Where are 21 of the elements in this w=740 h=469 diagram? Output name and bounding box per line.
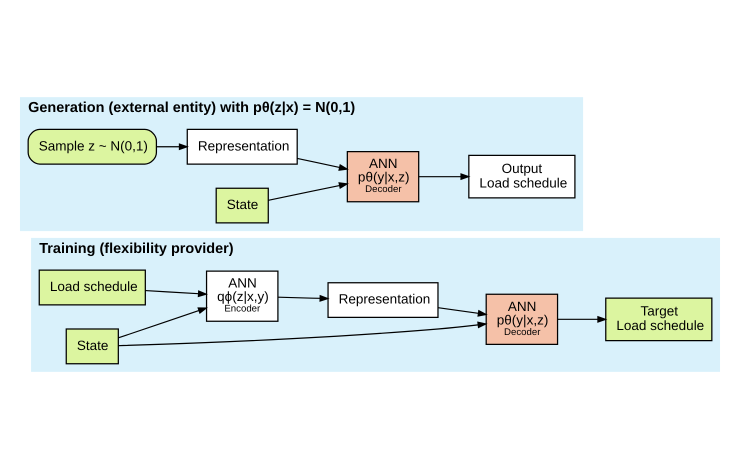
arrow [145,290,208,298]
node-box: Sample z ~ N(0,1) [28,128,158,165]
arrow [268,182,349,201]
node-box: ANN pθ(y|x,z) Decoder [486,294,558,346]
arrow [278,294,330,302]
node-box: State [66,328,119,364]
node-box: Representation [186,128,298,165]
node-box: Representation [327,282,439,318]
arrow [118,307,208,338]
node-box: ANN qϕ(z|x,y) Encoder [206,270,279,322]
node-box: State [216,188,269,224]
node-box: ANN pθ(y|x,z) Decoder [346,150,420,202]
node-box: Load schedule [38,270,146,306]
arrow [558,316,608,323]
arrow [438,307,488,317]
node-box: Output Load schedule [468,154,576,198]
arrow [156,143,189,150]
node-box: Target Load schedule [605,298,712,342]
arrow [418,173,470,180]
arrow [297,158,349,171]
arrow [118,321,488,346]
